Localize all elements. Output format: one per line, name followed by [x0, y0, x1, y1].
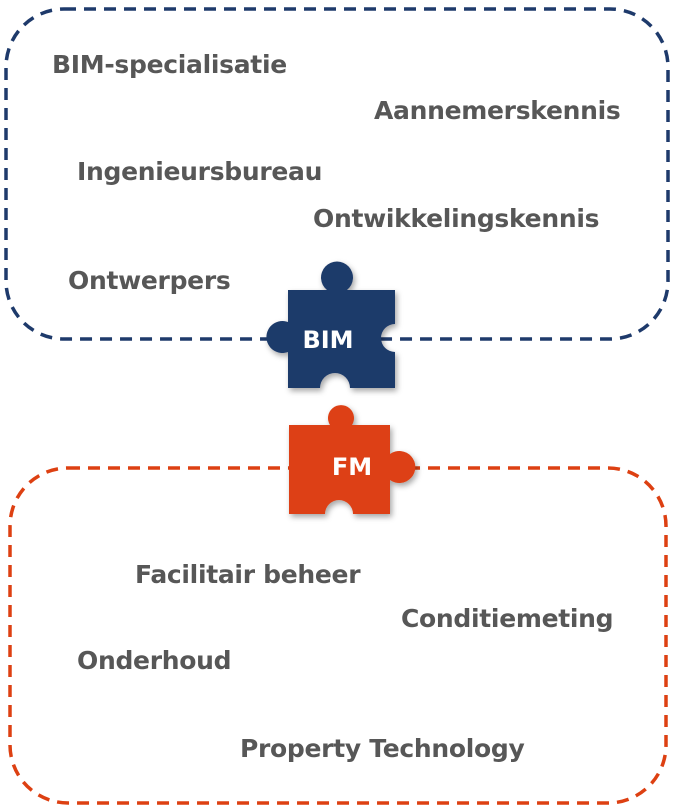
- bim-term: Ontwikkelingskennis: [313, 204, 600, 233]
- fm-puzzle-piece: [289, 405, 416, 514]
- bim-term: BIM-specialisatie: [52, 50, 287, 79]
- fm-piece-label: FM: [332, 453, 372, 481]
- bim-term: Ontwerpers: [68, 266, 231, 295]
- bim-puzzle-piece: [266, 261, 395, 388]
- fm-term: Onderhoud: [77, 646, 232, 675]
- fm-term: Property Technology: [240, 734, 525, 763]
- bim-term: Ingenieursbureau: [77, 157, 323, 186]
- fm-term: Facilitair beheer: [135, 560, 361, 589]
- bim-term: Aannemerskennis: [374, 96, 621, 125]
- bim-region-border: [4, 7, 670, 341]
- fm-term: Conditiemeting: [401, 604, 614, 633]
- bim-piece-label: BIM: [302, 326, 353, 354]
